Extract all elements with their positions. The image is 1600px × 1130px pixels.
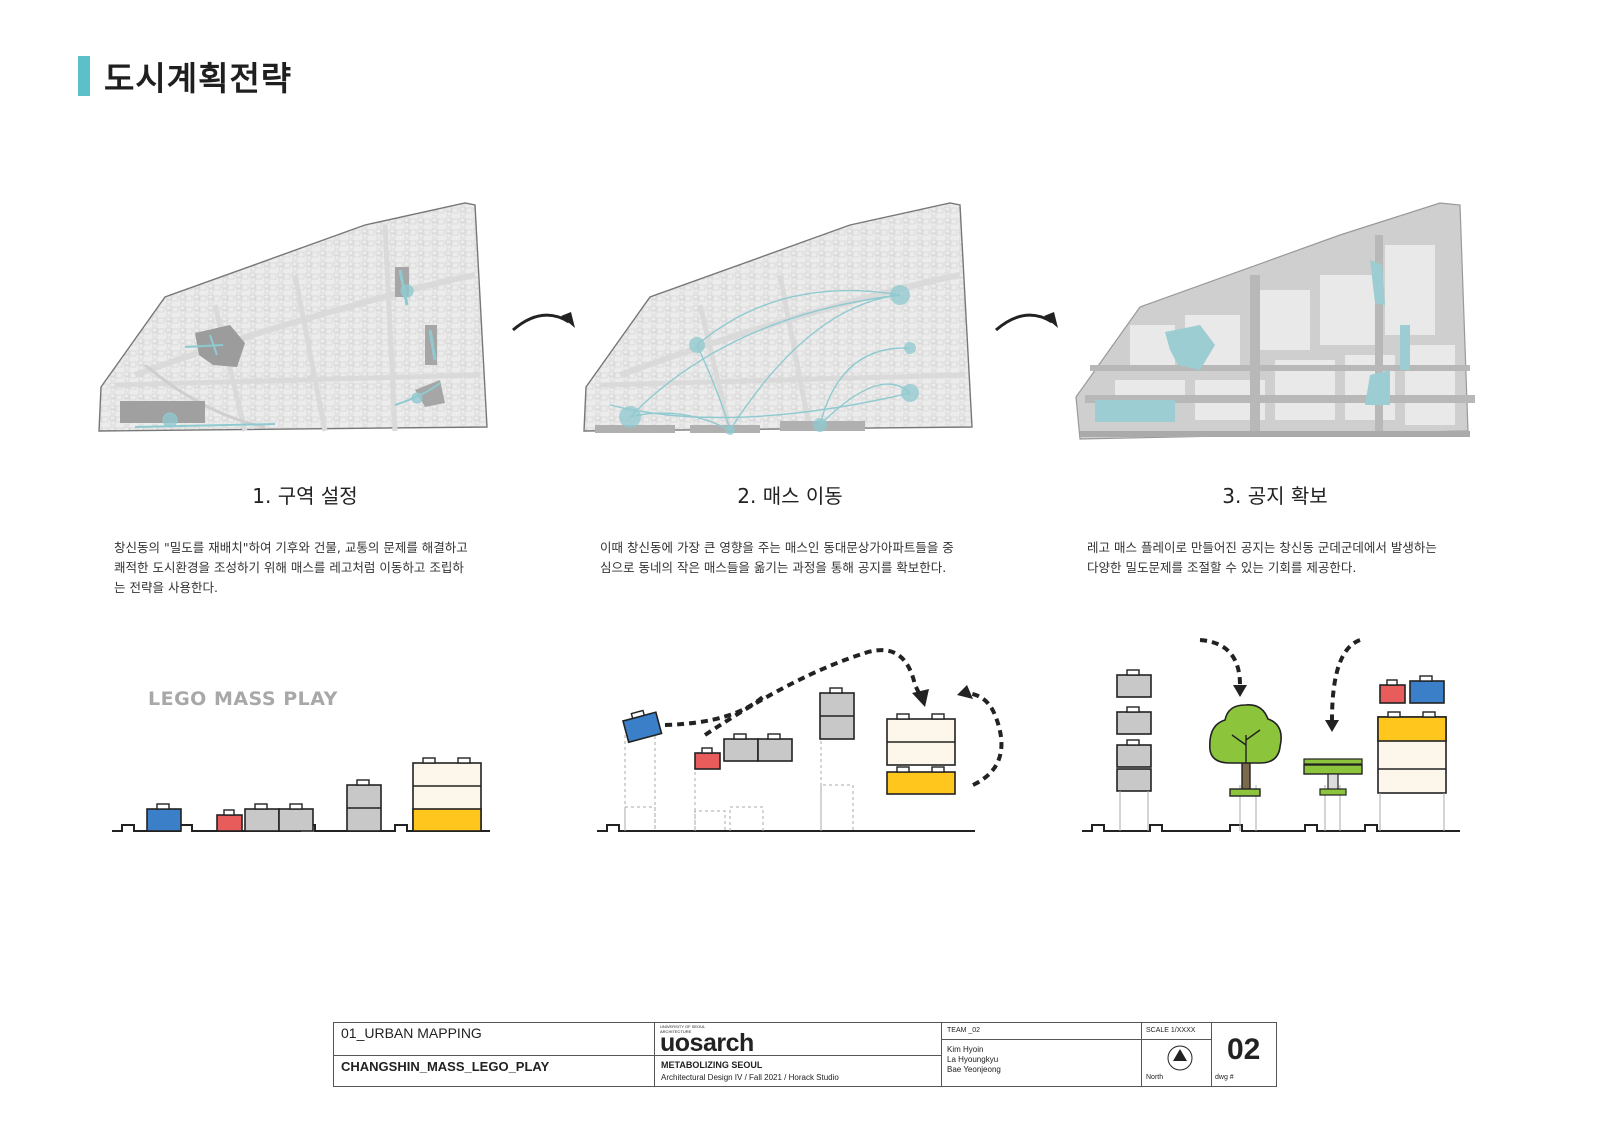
map-zone-setting <box>98 202 488 432</box>
tb-member: Bae Yeonjeong <box>947 1065 1001 1074</box>
tb-north: North <box>1146 1074 1164 1081</box>
tb-univ-line2: ARCHITECTURE <box>660 1029 692 1034</box>
step-1-description: 창신동의 "밀도를 재배치"하여 기후와 건물, 교통의 문제를 해결하고 쾌적… <box>114 538 524 598</box>
arrow-icon <box>995 312 1058 332</box>
tb-divider <box>1141 1023 1142 1086</box>
step-1-title: 1. 구역 설정 <box>252 484 358 508</box>
lego-diagram-2 <box>597 648 1004 832</box>
tb-dwg: dwg # <box>1215 1074 1234 1081</box>
page-title: 도시계획전략 <box>104 59 293 98</box>
tb-team: TEAM _02 <box>947 1027 981 1034</box>
desc-line: 쾌적한 도시환경을 조성하기 위해 매스를 레고처럼 이동하고 조립하 <box>114 560 464 575</box>
title-accent-bar <box>78 56 90 96</box>
desc-line: 심으로 동네의 작은 매스들을 옮기는 과정을 통해 공지를 확보한다. <box>600 560 947 575</box>
step-2-title: 2. 매스 이동 <box>737 484 843 508</box>
desc-line: 이때 창신동에 가장 큰 영향을 주는 매스인 동대문상가아파트들을 중 <box>600 540 954 555</box>
title-block: 01_URBAN MAPPING CHANGSHIN_MASS_LEGO_PLA… <box>333 1022 1277 1087</box>
tb-project: METABOLIZING SEOUL <box>661 1060 763 1070</box>
tb-univ-line1: UNIVERSITY OF SEOUL <box>660 1024 706 1029</box>
tb-member: La Hyoungkyu <box>947 1055 999 1064</box>
lego-diagram-1 <box>112 757 490 832</box>
lego-mass-play-label: LEGO MASS PLAY <box>148 688 338 710</box>
step-3-description: 레고 매스 플레이로 만들어진 공지는 창신동 군데군데에서 발생하는 다양한 … <box>1087 538 1497 578</box>
step-3-title: 3. 공지 확보 <box>1222 484 1328 508</box>
north-arrow-icon <box>1167 1045 1193 1071</box>
lego-diagram-3 <box>1082 638 1460 832</box>
desc-line: 레고 매스 플레이로 만들어진 공지는 창신동 군데군데에서 발생하는 <box>1087 540 1437 555</box>
tb-member: Kim Hyoin <box>947 1045 984 1054</box>
desc-line: 다양한 밀도문제를 조절할 수 있는 기회를 제공한다. <box>1087 560 1357 575</box>
map-mass-move <box>583 202 973 435</box>
desc-line: 창신동의 "밀도를 재배치"하여 기후와 건물, 교통의 문제를 해결하고 <box>114 540 468 555</box>
tb-divider <box>654 1055 941 1056</box>
tb-section: 01_URBAN MAPPING <box>341 1025 482 1041</box>
uosarch-logo: uosarch <box>660 1029 754 1057</box>
tb-divider <box>1211 1023 1212 1086</box>
tb-course: Architectural Design IV / Fall 2021 / Ho… <box>661 1073 839 1082</box>
tb-divider <box>654 1023 655 1086</box>
tb-divider <box>334 1055 654 1056</box>
map-open-space <box>1075 202 1475 440</box>
tb-sheet-name: CHANGSHIN_MASS_LEGO_PLAY <box>341 1059 550 1074</box>
tb-sheet-no: 02 <box>1227 1033 1261 1066</box>
step-2-description: 이때 창신동에 가장 큰 영향을 주는 매스인 동대문상가아파트들을 중 심으로… <box>600 538 1010 578</box>
tb-divider <box>1141 1039 1211 1040</box>
tb-divider <box>941 1039 1141 1040</box>
arrow-icon <box>512 312 575 332</box>
tb-scale: SCALE 1/XXXX <box>1146 1027 1196 1034</box>
tb-divider <box>941 1023 942 1086</box>
desc-line: 는 전략을 사용한다. <box>114 580 218 595</box>
